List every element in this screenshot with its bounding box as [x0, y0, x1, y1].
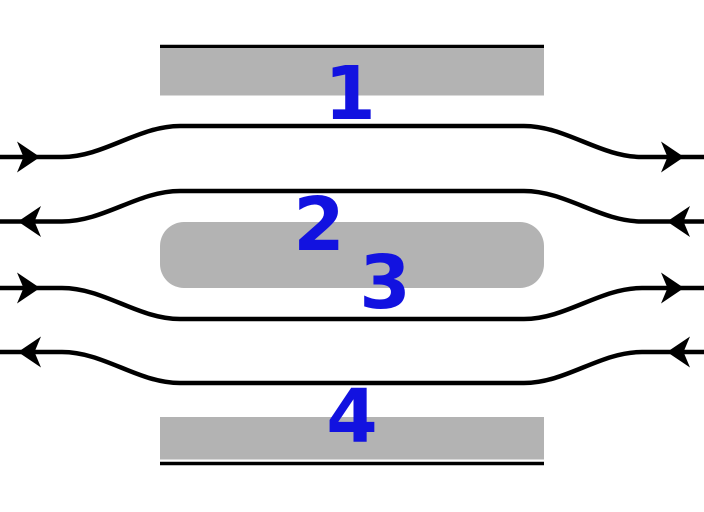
island-platform-body [160, 222, 544, 288]
track-2-line [0, 188, 704, 224]
arrow-left-icon [18, 336, 41, 368]
platform-1-label: 1 [324, 51, 376, 137]
arrow-left-icon [18, 206, 41, 237]
platform-2-label: 2 [293, 182, 345, 268]
arrow-right-icon [661, 141, 684, 173]
platform-4-label: 4 [326, 374, 378, 460]
platform-4: 4 [160, 374, 544, 466]
platform-4-body [160, 417, 544, 460]
track-3-line [0, 285, 704, 322]
arrow-right-icon [17, 141, 40, 173]
arrow-right-icon [17, 272, 40, 304]
arrow-left-icon [667, 206, 690, 237]
track-1-line [0, 123, 704, 160]
arrow-left-icon [667, 336, 690, 368]
platform-3-label: 3 [359, 240, 411, 326]
track-3 [0, 272, 704, 322]
platform-1-body [160, 48, 544, 96]
track-4-line [0, 349, 704, 386]
track-1 [0, 123, 704, 173]
platform-1: 1 [160, 44, 544, 137]
track-2 [0, 188, 704, 237]
arrow-right-icon [661, 272, 684, 304]
track-4 [0, 336, 704, 386]
island-platform-2-3 [160, 222, 544, 288]
